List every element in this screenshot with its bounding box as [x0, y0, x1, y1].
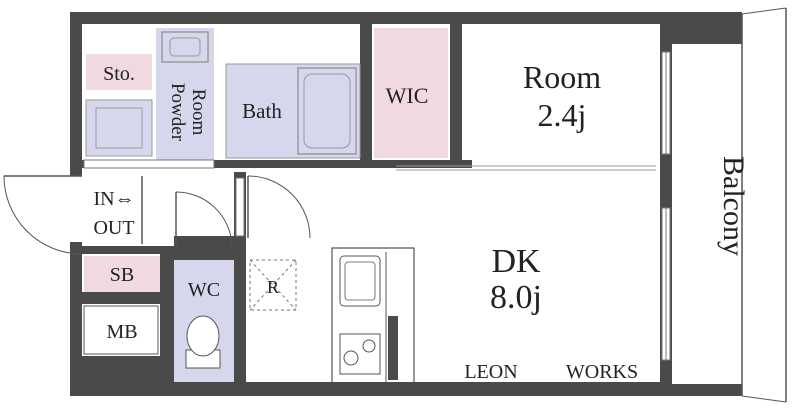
kitchen-counter — [331, 247, 415, 382]
sink-icon — [339, 255, 381, 307]
wic-label: WIC — [386, 83, 429, 108]
entrance-label-line2: OUT — [93, 217, 134, 239]
wc-label: WC — [188, 279, 220, 301]
wall-segment — [360, 24, 372, 162]
window — [83, 159, 215, 169]
wall-segment — [160, 246, 174, 382]
powder-room-label-line2: Room — [188, 89, 209, 136]
entrance-opening — [68, 176, 84, 242]
meter-box — [83, 305, 159, 355]
bathtub-inner — [303, 73, 351, 149]
watermark-left: LEON — [464, 361, 517, 383]
wall-segment — [82, 356, 160, 382]
walk-in-closet — [374, 28, 448, 158]
bathtub-icon — [297, 67, 357, 155]
counter-rail — [388, 316, 398, 380]
sink-basin — [344, 261, 376, 301]
room-name-label: Room — [523, 59, 601, 95]
door-swing-icon — [3, 175, 83, 255]
balcony-rail-top — [741, 7, 787, 15]
wall-segment — [82, 160, 472, 168]
window — [235, 177, 245, 237]
refrigerator-cross — [249, 259, 297, 311]
shoe-box-label: SB — [110, 264, 134, 286]
dk-size-label: 8.0j — [490, 279, 542, 316]
powder-room — [156, 28, 214, 160]
washing-machine-drum — [95, 107, 143, 149]
wall-segment — [82, 292, 160, 304]
door-swing-icon — [175, 191, 233, 247]
burner — [343, 350, 359, 366]
powder-room-label-line1: Powder — [167, 83, 188, 142]
wall-segment — [450, 24, 462, 162]
balcony — [672, 44, 742, 384]
wall-segment — [174, 236, 234, 260]
washing-machine-icon — [85, 99, 153, 157]
refrigerator-cross — [249, 259, 297, 311]
bath-room — [225, 63, 361, 159]
washbasin-bowl — [169, 37, 201, 57]
toilet-icon — [186, 315, 220, 357]
door-swing-icon — [247, 175, 311, 239]
watermark-right: WORKS — [566, 361, 638, 383]
balcony-rail-bottom — [741, 395, 787, 403]
entrance-label-line1: IN⇔ — [93, 188, 134, 210]
meter-box-label: MB — [106, 321, 137, 343]
bath-label: Bath — [242, 99, 282, 123]
wall-segment — [82, 246, 160, 254]
storage-area — [86, 54, 152, 90]
dk-name-label: DK — [491, 243, 541, 280]
refrigerator-label: R — [267, 277, 279, 297]
balcony-label: Balcony — [717, 156, 750, 256]
shoe-box — [84, 256, 160, 292]
washbasin-icon — [161, 31, 209, 63]
stove-icon — [339, 333, 381, 375]
room-size-label: 2.4j — [538, 97, 587, 133]
burner — [362, 339, 376, 353]
storage-label: Sto. — [103, 63, 135, 85]
